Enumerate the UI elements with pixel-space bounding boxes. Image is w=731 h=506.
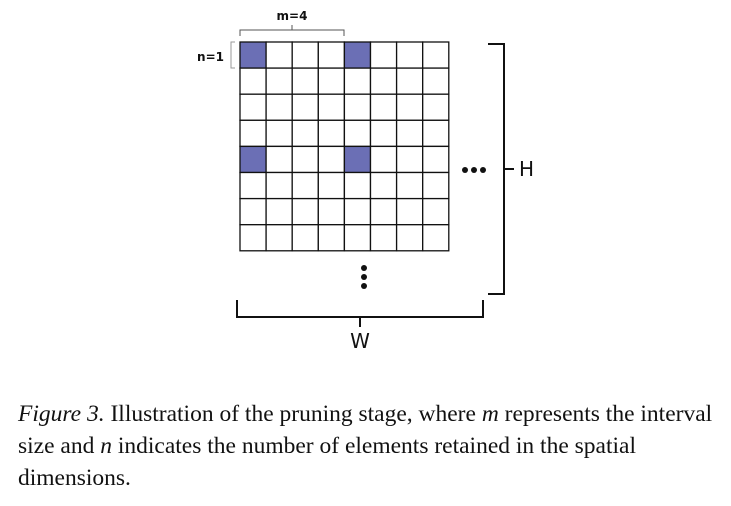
grid-cell xyxy=(265,67,293,95)
grid-cell xyxy=(265,224,293,252)
grid-cell xyxy=(239,197,267,226)
grid-cell xyxy=(343,197,372,226)
grid-cell xyxy=(317,224,346,252)
grid-cell xyxy=(239,119,267,148)
retained-cell xyxy=(343,41,372,69)
grid-cell xyxy=(343,119,372,148)
grid-cell xyxy=(395,171,424,200)
grid-cell xyxy=(317,171,346,200)
grid-cell xyxy=(343,171,372,200)
w-label: W xyxy=(350,329,370,353)
grid-cell xyxy=(291,197,319,226)
grid-cell xyxy=(265,41,293,69)
grid-cell xyxy=(422,171,450,200)
retained-cell xyxy=(239,41,267,69)
grid-cell xyxy=(395,119,424,148)
grid-cell xyxy=(369,197,398,226)
n-bracket xyxy=(230,41,235,69)
retained-cell xyxy=(343,145,372,174)
grid-cell xyxy=(291,145,319,174)
grid-cell xyxy=(343,67,372,95)
m-bracket xyxy=(239,25,345,36)
grid-cell xyxy=(317,67,346,95)
grid-cell xyxy=(369,41,398,69)
grid-cell xyxy=(343,224,372,252)
caption-var-n: n xyxy=(100,433,112,459)
grid-cell xyxy=(422,119,450,148)
grid-cell xyxy=(265,119,293,148)
grid-cell xyxy=(369,67,398,95)
grid-cell xyxy=(395,197,424,226)
grid-cell xyxy=(239,67,267,95)
grid-cell xyxy=(422,41,450,69)
grid-cell xyxy=(291,93,319,121)
grid-cell xyxy=(317,119,346,148)
grid-cell xyxy=(317,93,346,121)
figure-caption: Figure 3. Illustration of the pruning st… xyxy=(18,398,718,494)
grid-cell xyxy=(239,93,267,121)
grid-cell xyxy=(369,119,398,148)
grid-cell xyxy=(291,67,319,95)
grid-cell xyxy=(369,224,398,252)
caption-text-2: represents the interval size and xyxy=(18,401,713,459)
horizontal-ellipsis-icon xyxy=(462,167,486,173)
grid-cell xyxy=(343,93,372,121)
grid-cell xyxy=(395,67,424,95)
pruning-illustration: m=4 n=1 H W xyxy=(197,9,534,353)
grid-cell xyxy=(395,145,424,174)
grid-cell xyxy=(265,171,293,200)
grid-cell xyxy=(291,224,319,252)
m-label: m=4 xyxy=(277,9,308,23)
h-bracket xyxy=(488,43,514,295)
grid-cell xyxy=(317,197,346,226)
grid-cell xyxy=(291,41,319,69)
grid-cell xyxy=(265,145,293,174)
grid-cell xyxy=(265,93,293,121)
grid-cell xyxy=(422,67,450,95)
grid-cell xyxy=(422,93,450,121)
n-label: n=1 xyxy=(197,50,224,64)
grid-cell xyxy=(369,145,398,174)
grid-cell xyxy=(369,171,398,200)
caption-text-3: indicates the number of elements retaine… xyxy=(18,433,636,491)
grid-cell xyxy=(239,224,267,252)
grid-cell xyxy=(422,197,450,226)
caption-prefix: Figure 3. xyxy=(18,401,105,427)
grid-cell xyxy=(422,224,450,252)
caption-var-m: m xyxy=(481,401,499,427)
grid-cell xyxy=(291,171,319,200)
vertical-ellipsis-icon xyxy=(361,265,367,289)
grid-cell xyxy=(395,93,424,121)
grid-cell xyxy=(317,41,346,69)
retained-cell xyxy=(239,145,267,174)
grid-cell xyxy=(369,93,398,121)
grid-cell xyxy=(239,171,267,200)
caption-text-1: Illustration of the pruning stage, where xyxy=(104,401,482,427)
h-label: H xyxy=(519,157,534,181)
grid-cell xyxy=(422,145,450,174)
w-bracket xyxy=(236,300,484,327)
grid-cell xyxy=(395,41,424,69)
grid-cell xyxy=(317,145,346,174)
grid-cell xyxy=(291,119,319,148)
grid-cell xyxy=(265,197,293,226)
grid-cell xyxy=(395,224,424,252)
pruning-grid xyxy=(239,41,450,252)
